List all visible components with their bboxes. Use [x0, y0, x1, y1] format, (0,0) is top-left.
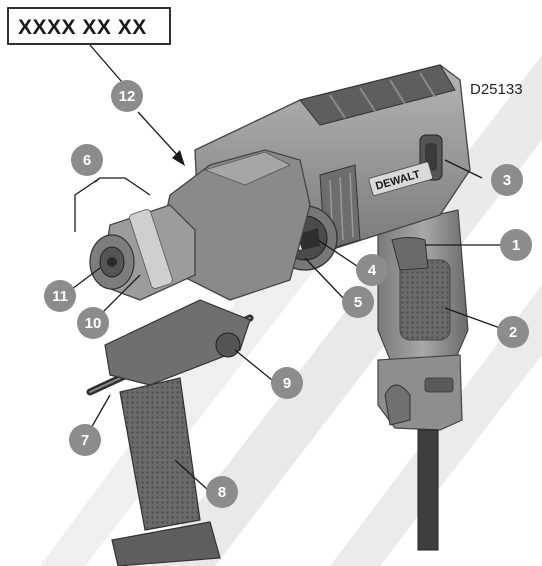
product-code-box: XXXX XX XX [7, 7, 171, 45]
svg-text:7: 7 [81, 432, 89, 449]
callout-1: 1 [500, 229, 532, 261]
svg-text:10: 10 [85, 315, 102, 332]
callout-9: 9 [271, 367, 303, 399]
svg-text:8: 8 [218, 484, 226, 501]
svg-text:6: 6 [83, 152, 91, 169]
callout-3: 3 [491, 164, 523, 196]
sds-chuck [89, 204, 196, 301]
callout-10: 10 [77, 307, 109, 339]
svg-text:5: 5 [354, 294, 362, 311]
callout-4: 4 [356, 254, 388, 286]
svg-text:1: 1 [512, 237, 520, 254]
callout-5: 5 [342, 286, 374, 318]
callout-6: 6 [71, 144, 103, 176]
main-handle [377, 209, 469, 551]
svg-text:12: 12 [119, 88, 136, 105]
leader-lines [67, 44, 501, 491]
gear-housing [159, 149, 311, 301]
callout-8: 8 [206, 476, 238, 508]
model-number: D25133 [470, 81, 523, 98]
side-handle [104, 299, 251, 566]
product-code: XXXX XX XX [18, 16, 147, 39]
svg-text:3: 3 [503, 172, 511, 189]
svg-text:9: 9 [283, 375, 291, 392]
svg-text:11: 11 [52, 288, 68, 305]
callout-7: 7 [69, 424, 101, 456]
svg-text:2: 2 [509, 324, 517, 341]
callout-2: 2 [497, 316, 529, 348]
svg-text:4: 4 [368, 262, 377, 279]
callout-11: 11 [44, 280, 76, 312]
callout-12: 12 [111, 80, 143, 112]
callout-badges: 12 6 11 10 7 8 9 5 [44, 80, 532, 508]
